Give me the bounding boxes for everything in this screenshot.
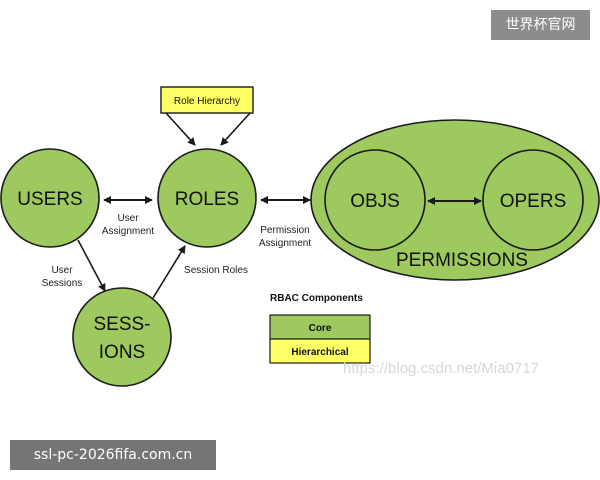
legend-core-box <box>269 314 371 340</box>
roles-label: ROLES <box>175 189 239 210</box>
opers-circle <box>482 149 584 251</box>
user-assignment-label-line1: User <box>117 213 139 224</box>
permission-assignment-label-line1: Permission <box>260 225 309 236</box>
role-hierarchy-box <box>160 86 254 114</box>
permissions-label: PERMISSIONS <box>396 250 528 271</box>
session-roles-label: Session Roles <box>184 265 248 276</box>
top-right-watermark: 世界杯官网 <box>491 10 590 40</box>
hierarchy-arrow-right <box>220 112 251 146</box>
legend: RBAC Components Core Hierarchical <box>269 293 371 364</box>
bottom-left-watermark: ssl-pc-2026fifa.com.cn <box>10 440 216 470</box>
url-watermark: https://blog.csdn.net/Mia0717 <box>343 360 539 377</box>
roles-circle <box>157 148 257 248</box>
objs-label: OBJS <box>350 191 400 212</box>
legend-hierarchical-label: Hierarchical <box>291 347 348 358</box>
legend-title: RBAC Components <box>270 293 363 304</box>
opers-label: OPERS <box>500 191 567 212</box>
user-sessions-label-line2: Sessions <box>42 278 83 289</box>
hierarchy-arrow-left <box>165 112 196 146</box>
legend-core-label: Core <box>309 323 332 334</box>
sessions-label-line1: SESS- <box>93 314 150 335</box>
sessions-label-line2: IONS <box>99 342 145 363</box>
sessions-circle <box>72 287 172 387</box>
user-assignment-label-line2: Assignment <box>102 226 154 237</box>
role-hierarchy-group: Role Hierarchy <box>160 86 254 146</box>
legend-hierarchical-box <box>269 338 371 364</box>
user-sessions-label-line1: User <box>51 265 73 276</box>
objs-circle <box>324 149 426 251</box>
users-circle <box>0 148 100 248</box>
session-roles-arrow <box>152 245 186 299</box>
user-sessions-arrow <box>77 239 106 292</box>
permissions-group: OBJS OPERS PERMISSIONS <box>310 119 600 281</box>
role-hierarchy-label: Role Hierarchy <box>174 96 240 107</box>
permission-assignment-label-line2: Assignment <box>259 238 311 249</box>
users-label: USERS <box>17 189 82 210</box>
